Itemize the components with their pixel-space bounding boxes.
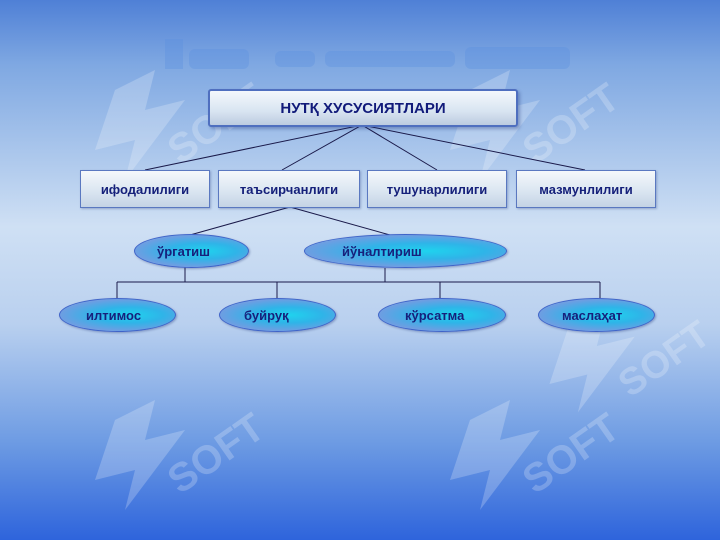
property-box: тушунарлилиги xyxy=(367,170,507,208)
form-ellipse: илтимос xyxy=(59,298,176,332)
property-box: мазмунлилиги xyxy=(516,170,656,208)
form-label: илтимос xyxy=(86,307,142,323)
method-ellipse: йўналтириш xyxy=(304,234,507,268)
root-label: НУТҚ ХУСУСИЯТЛАРИ xyxy=(280,99,446,117)
root-node: НУТҚ ХУСУСИЯТЛАРИ xyxy=(208,89,518,127)
method-label: йўналтириш xyxy=(342,243,422,259)
property-label: ифодалилиги xyxy=(100,181,190,197)
method-label: ўргатиш xyxy=(157,243,211,259)
property-label: тушунарлилиги xyxy=(386,181,488,197)
property-box: таъсирчанлиги xyxy=(218,170,360,208)
form-label: кўрсатма xyxy=(405,307,465,323)
property-label: таъсирчанлиги xyxy=(239,181,339,197)
form-ellipse: кўрсатма xyxy=(378,298,506,332)
form-ellipse: маслаҳат xyxy=(538,298,655,332)
method-ellipse: ўргатиш xyxy=(134,234,249,268)
property-box: ифодалилиги xyxy=(80,170,210,208)
form-label: буйруқ xyxy=(244,307,289,323)
form-label: маслаҳат xyxy=(562,307,623,323)
form-ellipse: буйруқ xyxy=(219,298,336,332)
property-label: мазмунлилиги xyxy=(539,181,633,197)
